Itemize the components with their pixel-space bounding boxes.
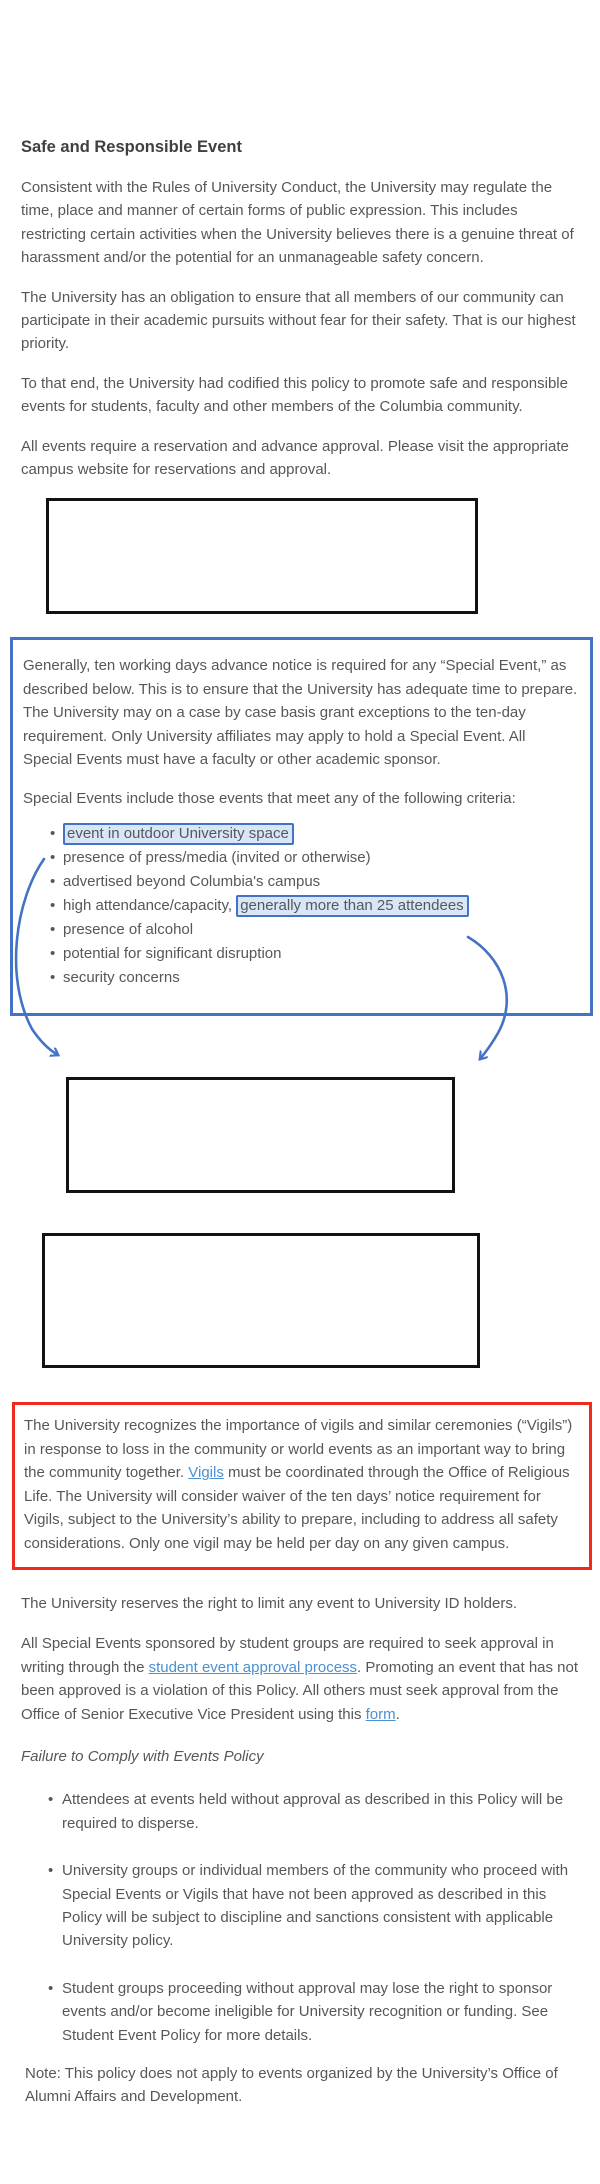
paragraph-obligation: The University has an obligation to ensu… bbox=[21, 288, 576, 353]
paragraph-approval: All Special Events sponsored by student … bbox=[21, 1632, 580, 1726]
special-events-callout-box: Generally, ten working days advance noti… bbox=[10, 637, 593, 1017]
vigils-text-after: must be coordinated through the Office o… bbox=[24, 1464, 570, 1552]
list-item: security concerns bbox=[50, 966, 578, 990]
page-title: Safe and Responsible Event bbox=[21, 138, 242, 156]
failure-consequences-list: Attendees at events held without approva… bbox=[21, 1788, 580, 2047]
paragraph-reservation: All events require a reservation and adv… bbox=[21, 437, 569, 479]
paragraph-conduct: Consistent with the Rules of University … bbox=[21, 179, 574, 267]
special-events-section: Generally, ten working days advance noti… bbox=[0, 637, 600, 1077]
paragraph-note: Note: This policy does not apply to even… bbox=[25, 2065, 558, 2106]
bullet-text: high attendance/capacity, bbox=[63, 896, 237, 914]
list-item: University groups or individual members … bbox=[48, 1859, 580, 1953]
highlight-25-attendees: generally more than 25 attendees bbox=[236, 894, 469, 917]
vigils-link[interactable]: Vigils bbox=[188, 1464, 224, 1482]
failure-section-heading: Failure to Comply with Events Policy bbox=[21, 1747, 264, 1765]
approval-text-3: . bbox=[395, 1705, 400, 1723]
list-item: advertised beyond Columbia's campus bbox=[50, 870, 578, 894]
blacked-out-box-1 bbox=[46, 498, 478, 615]
list-item: Student groups proceeding without approv… bbox=[48, 1977, 580, 2047]
paragraph-id-holders: The University reserves the right to lim… bbox=[21, 1594, 518, 1612]
approval-text-2: . Promoting an event that has not been a… bbox=[21, 1658, 579, 1723]
list-item: presence of alcohol bbox=[50, 918, 578, 942]
list-item: Attendees at events held without approva… bbox=[48, 1788, 580, 1835]
vigils-callout-box: The University recognizes the importance… bbox=[12, 1402, 592, 1570]
list-item: high attendance/capacity, generally more… bbox=[50, 894, 578, 918]
paragraph-notice: Generally, ten working days advance noti… bbox=[23, 657, 578, 769]
criteria-list: event in outdoor University space presen… bbox=[23, 822, 578, 990]
highlight-outdoor-space: event in outdoor University space bbox=[63, 822, 294, 845]
form-link[interactable]: form bbox=[365, 1705, 396, 1723]
vigils-text-before: The University recognizes the importance… bbox=[24, 1417, 573, 1482]
student-event-approval-link[interactable]: student event approval process bbox=[148, 1658, 358, 1676]
list-item: event in outdoor University space bbox=[50, 822, 578, 846]
paragraph-codified: To that end, the University had codified… bbox=[21, 374, 568, 416]
approval-text-1: All Special Events sponsored by student … bbox=[21, 1635, 554, 1676]
blacked-out-box-2 bbox=[66, 1077, 455, 1194]
paragraph-criteria-intro: Special Events include those events that… bbox=[23, 789, 516, 807]
list-item: potential for significant disruption bbox=[50, 942, 578, 966]
list-item: presence of press/media (invited or othe… bbox=[50, 846, 578, 870]
blacked-out-box-3 bbox=[42, 1233, 480, 1369]
